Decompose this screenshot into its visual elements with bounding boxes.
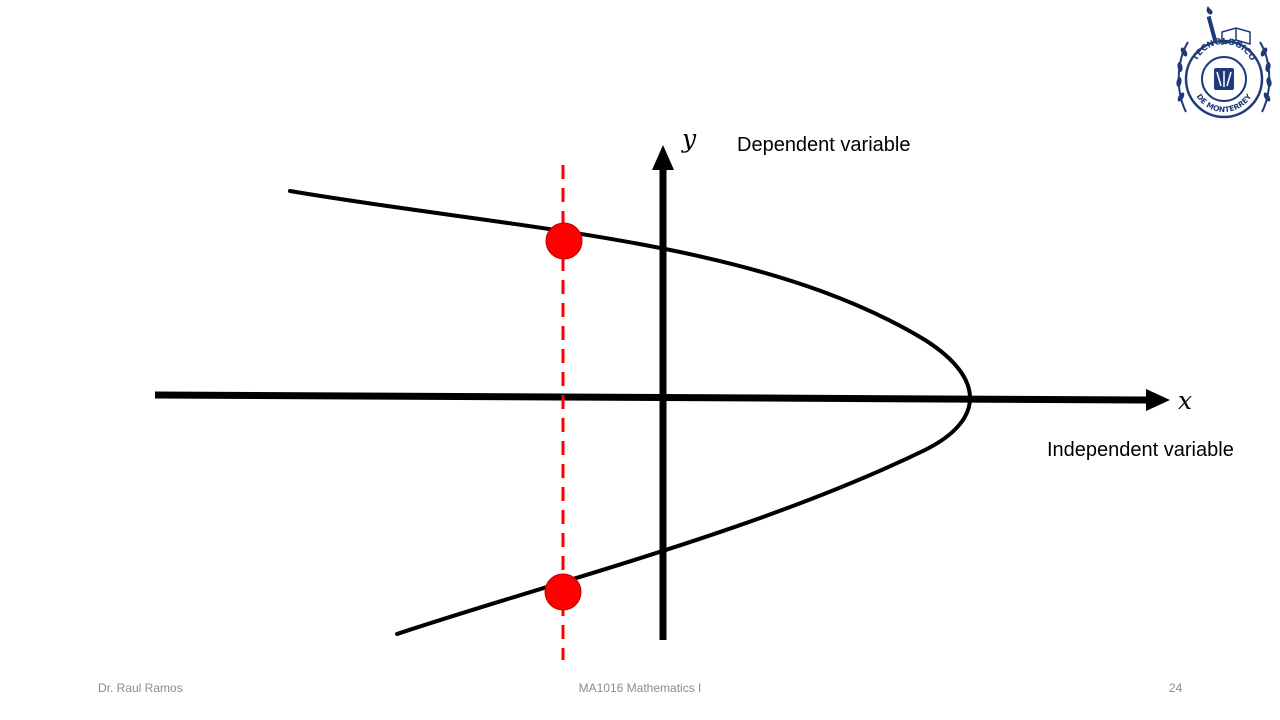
footer-author: Dr. Raul Ramos <box>98 681 183 695</box>
parabola-curve <box>288 189 972 636</box>
x-axis-arrowhead <box>1146 389 1170 411</box>
x-axis-label: x <box>1178 386 1193 415</box>
y-axis-label: y <box>682 124 697 153</box>
footer-course: MA1016 Mathematics I <box>578 681 702 695</box>
dependent-variable-label: Dependent variable <box>737 134 911 156</box>
footer-page-number: 24 <box>1169 681 1183 695</box>
intersection-point-upper <box>545 222 583 260</box>
logo-text-top: TECNOLOGICO <box>1191 37 1258 63</box>
tec-de-monterrey-logo: TECNOLOGICO DE MONTERREY <box>1176 6 1272 119</box>
intersection-point-lower <box>544 573 582 611</box>
y-axis-arrowhead <box>652 145 674 170</box>
x-axis <box>154 391 1151 404</box>
independent-variable-label: Independent variable <box>1047 439 1234 461</box>
svg-text:TECNOLOGICO: TECNOLOGICO <box>1191 37 1258 63</box>
